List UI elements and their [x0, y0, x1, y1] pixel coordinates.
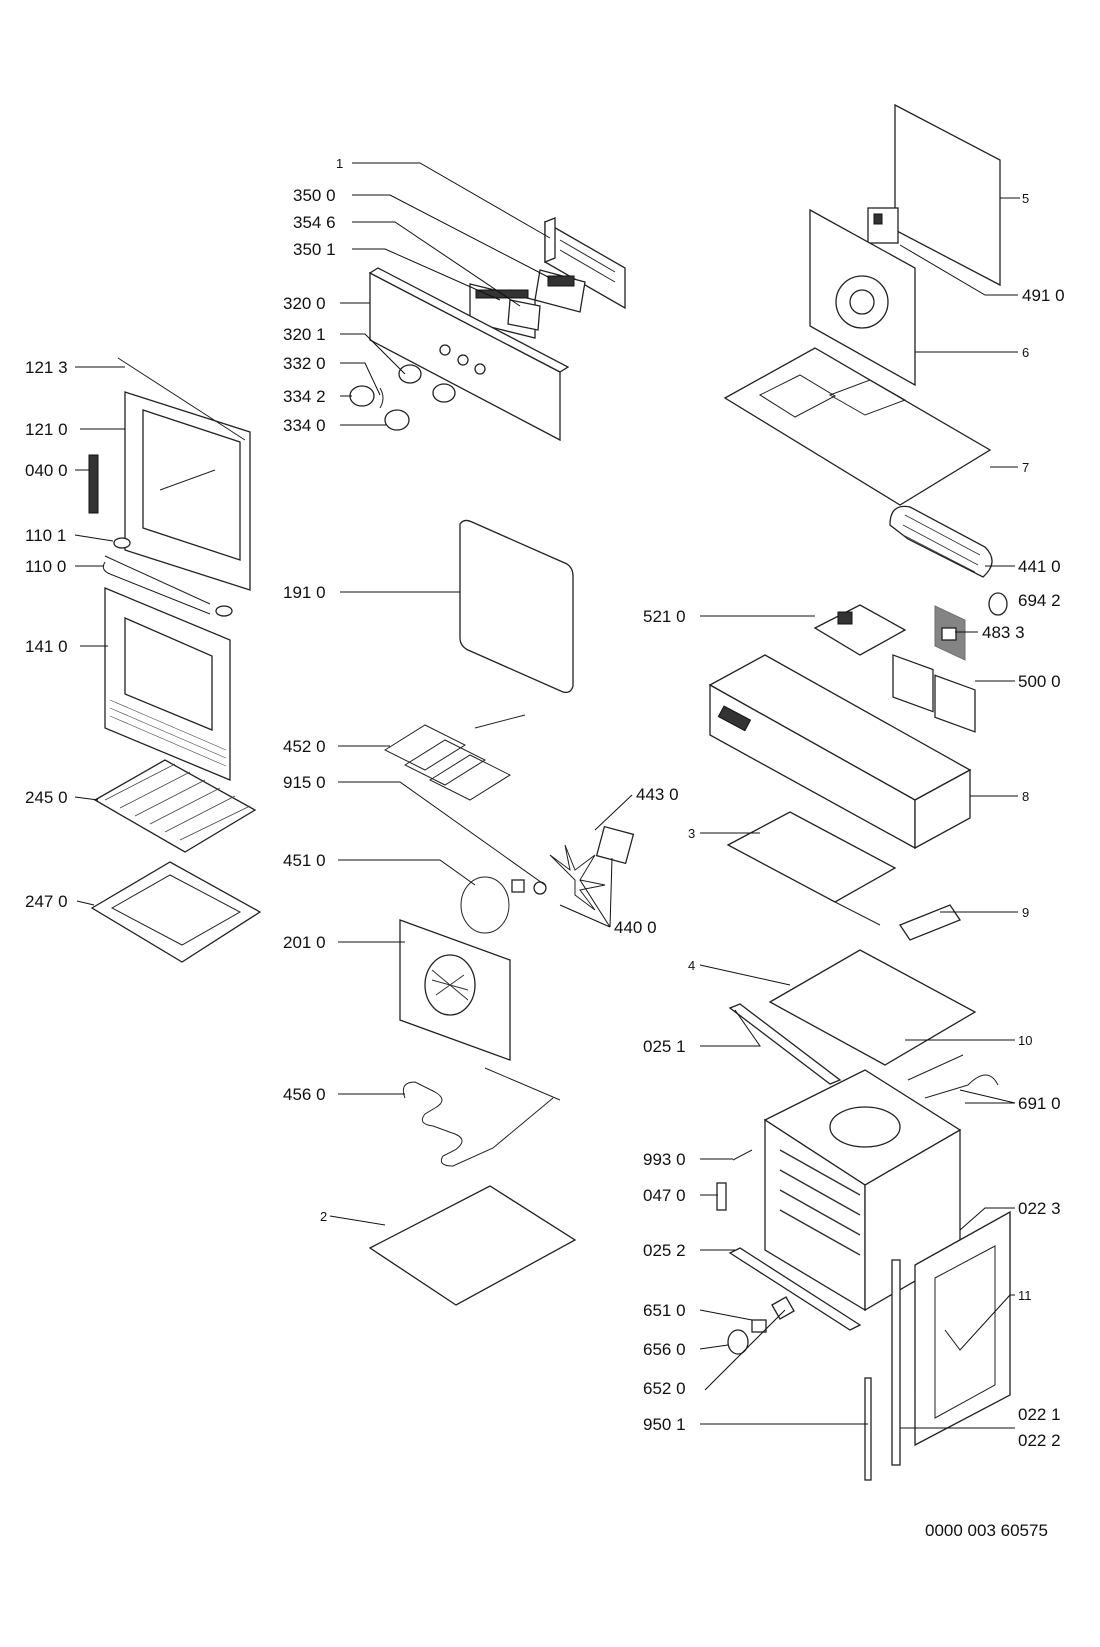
- part-label: 915 0: [283, 773, 326, 792]
- temperature-sensor-part: [924, 1074, 999, 1099]
- connector-part: [941, 627, 957, 641]
- part-label: 047 0: [643, 1186, 686, 1205]
- bottom-element-part: [402, 1067, 561, 1167]
- part-label: 950 1: [643, 1415, 686, 1434]
- part-label: 121 3: [25, 358, 68, 377]
- door-handle-part: [102, 537, 233, 617]
- part-label: 320 1: [283, 325, 326, 344]
- part-label: 121 0: [25, 420, 68, 439]
- part-label: 993 0: [643, 1150, 686, 1169]
- door-catch-part: [716, 1182, 727, 1211]
- document-number: 0000 003 60575: [925, 1521, 1048, 1540]
- part-label: 491 0: [1022, 286, 1065, 305]
- part-label: 022 1: [1018, 1405, 1061, 1424]
- fan-cover-part: [399, 919, 511, 1061]
- part-label: 441 0: [1018, 557, 1061, 576]
- part-label: 354 6: [293, 213, 336, 232]
- panel-bracket-part: [544, 217, 626, 310]
- fan-motor-part: [533, 825, 635, 911]
- seal-frame-part: [914, 1210, 1011, 1447]
- tangential-fan-part: [889, 505, 993, 578]
- part-label: 656 0: [643, 1340, 686, 1359]
- screw-part: [732, 1149, 753, 1161]
- part-label: 7: [1022, 460, 1029, 475]
- part-label: 500 0: [1018, 672, 1061, 691]
- part-label: 320 0: [283, 294, 326, 313]
- lamp-parts: [727, 1296, 795, 1355]
- part-label: 440 0: [614, 918, 657, 937]
- part-label: 245 0: [25, 788, 68, 807]
- part-label: 1: [336, 156, 343, 171]
- knob-parts: [349, 385, 410, 431]
- part-label: 110 1: [25, 526, 66, 545]
- leader-lines: [74, 162, 1020, 1429]
- part-label: 2: [320, 1209, 327, 1224]
- bottom-plate-part: [368, 1185, 577, 1306]
- small-bracket-part: [899, 904, 961, 941]
- part-label: 452 0: [283, 737, 326, 756]
- part-label: 141 0: [25, 637, 68, 656]
- part-label: 022 2: [1018, 1431, 1061, 1450]
- part-label: 443 0: [636, 785, 679, 804]
- part-label: 4: [688, 958, 695, 973]
- part-label: 247 0: [25, 892, 68, 911]
- part-label: 110 0: [25, 557, 66, 576]
- part-label: 483 3: [982, 623, 1025, 642]
- part-label: 022 3: [1018, 1199, 1061, 1218]
- part-label: 334 0: [283, 416, 326, 435]
- part-label: 651 0: [643, 1301, 686, 1320]
- part-label: 9: [1022, 905, 1029, 920]
- part-label: 025 1: [643, 1037, 686, 1056]
- part-label: 040 0: [25, 461, 68, 480]
- outer-door-part: [104, 587, 231, 781]
- part-label: 350 1: [293, 240, 336, 259]
- part-label: 6: [1022, 345, 1029, 360]
- power-board-part: [813, 604, 907, 656]
- side-rail-parts: [864, 1259, 901, 1481]
- strip-part: [907, 1054, 964, 1081]
- part-label: 3: [688, 826, 695, 841]
- housing-part: [708, 654, 972, 850]
- part-label: 10: [1018, 1033, 1032, 1048]
- part-label: 191 0: [283, 583, 326, 602]
- part-label: 334 2: [283, 387, 326, 406]
- terminal-block-part: [867, 207, 899, 244]
- back-panel-part: [894, 103, 1001, 661]
- lower-rail-part: [728, 1247, 862, 1331]
- hinge-part: [88, 454, 99, 514]
- part-labels: 1 350 0 354 6 350 1 320 0 320 1 332 0 33…: [25, 156, 1065, 1450]
- round-element-part: [460, 876, 525, 934]
- part-label: 201 0: [283, 933, 326, 952]
- part-label: 5: [1022, 191, 1029, 206]
- oven-cavity-part: [763, 1069, 962, 1312]
- rear-wall-part: [809, 208, 916, 387]
- part-label: 694 2: [1018, 591, 1061, 610]
- rail-part: [728, 1003, 842, 1085]
- part-label: 691 0: [1018, 1094, 1061, 1113]
- part-label: 11: [1018, 1288, 1032, 1303]
- part-label: 8: [1022, 789, 1029, 804]
- part-label: 652 0: [643, 1379, 686, 1398]
- relay-board-part: [892, 654, 976, 733]
- baking-tray-part: [90, 861, 262, 963]
- oven-rack-part: [93, 759, 257, 853]
- deflector-part: [726, 811, 897, 926]
- top-cover-part: [723, 347, 992, 506]
- door-frame-part: [117, 357, 251, 591]
- thermostat-part: [988, 592, 1008, 616]
- part-label: 456 0: [283, 1085, 326, 1104]
- part-label: 025 2: [643, 1241, 686, 1260]
- inner-glass-part: [459, 519, 574, 694]
- part-label: 350 0: [293, 186, 336, 205]
- tray-part: [768, 949, 977, 1066]
- part-label: 451 0: [283, 851, 326, 870]
- part-label: 332 0: [283, 354, 326, 373]
- control-panel-part: [368, 267, 570, 442]
- part-label: 521 0: [643, 607, 686, 626]
- grill-element-part: [383, 714, 526, 801]
